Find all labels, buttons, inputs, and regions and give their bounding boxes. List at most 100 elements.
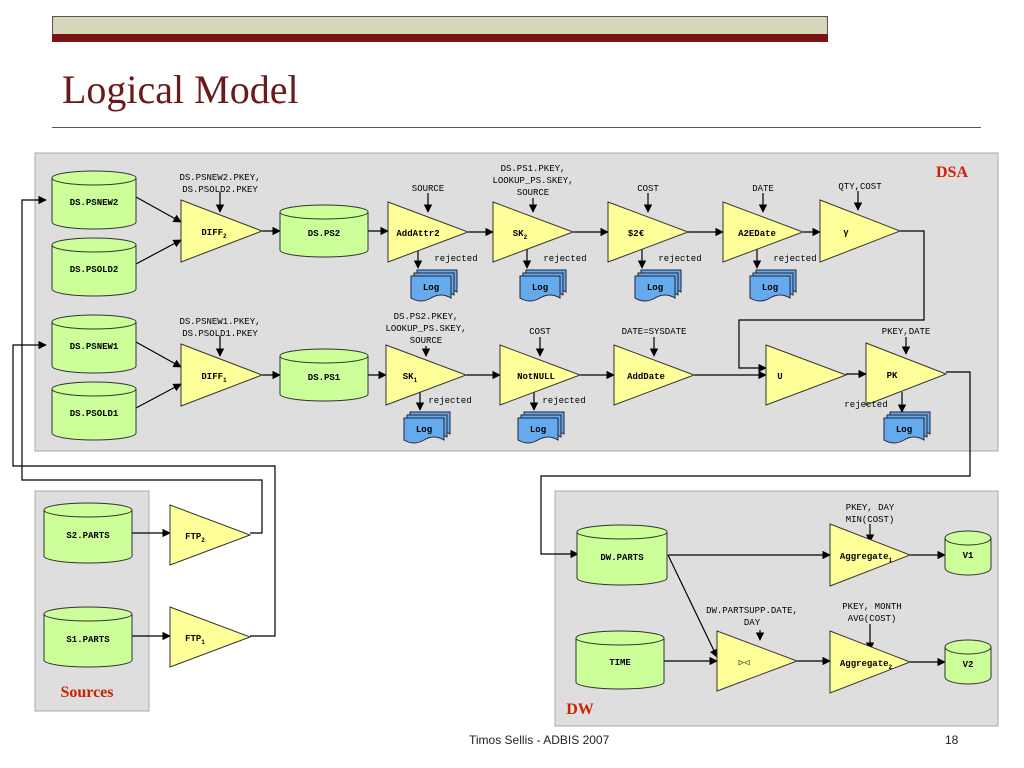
- activity-ftp1-label: FTP1: [185, 634, 205, 646]
- activity-addattr2: AddAttr2: [387, 201, 470, 263]
- diff2-param-0: DS.PSNEW2.PKEY,: [179, 173, 260, 183]
- recordset-ds-psnew1-label: DS.PSNEW1: [70, 342, 119, 352]
- edge-pk-dwparts: [540, 371, 971, 559]
- log-pk: Log: [883, 411, 931, 444]
- recordset-ds-psold1-label: DS.PSOLD1: [70, 409, 119, 419]
- diff1-param-0: DS.PSNEW1.PKEY,: [179, 317, 260, 327]
- log-a2edate: Log: [749, 269, 797, 302]
- log-notnull-label: Log: [530, 425, 546, 435]
- recordset-ds-psnew1: DS.PSNEW1: [51, 314, 137, 374]
- activity-ftp2: FTP2: [169, 504, 252, 566]
- activity-pk-label: PK: [887, 371, 898, 381]
- activity-sk1: SK1: [385, 344, 468, 406]
- adddate-param-0: DATE=SYSDATE: [622, 327, 687, 337]
- recordset-v1-label: V1: [963, 551, 974, 561]
- activity-join: ▷◁: [716, 630, 799, 692]
- log-addattr2-label: Log: [423, 283, 439, 293]
- aggregate2-param-0: PKEY, MONTH: [842, 602, 901, 612]
- recordset-ds-psnew2-label: DS.PSNEW2: [70, 198, 119, 208]
- recordset-time-label: TIME: [609, 658, 631, 668]
- activity-aggregate1: Aggregate1: [829, 523, 912, 587]
- log-sk1-label: Log: [416, 425, 432, 435]
- gamma-param-0: QTY,COST: [838, 182, 882, 192]
- activity-join-label: ▷◁: [739, 658, 750, 668]
- activity-notnull: NotNULL: [499, 344, 582, 406]
- a2edate-param-0: DATE: [752, 184, 774, 194]
- addattr2-param-0: SOURCE: [412, 184, 444, 194]
- notnull-param-0: COST: [529, 327, 551, 337]
- edge-ftp1-psnew1: [12, 340, 276, 637]
- activity-diff2: DIFF2: [180, 199, 264, 263]
- page-title: Logical Model: [62, 67, 299, 112]
- activity-ftp1: FTP1: [169, 606, 252, 668]
- activity-notnull-label: NotNULL: [517, 372, 555, 382]
- recordset-v1: V1: [944, 530, 992, 576]
- log-notnull: Log: [517, 411, 565, 444]
- log-sk2-label: Log: [532, 283, 548, 293]
- log-a2edate-label: Log: [762, 283, 778, 293]
- activity-dollar2euro: $2€: [607, 201, 690, 263]
- aggregate2-param-1: AVG(COST): [848, 614, 897, 624]
- rejected-label-addattr2: rejected: [434, 254, 477, 264]
- join-param-0: DW.PARTSUPP.DATE,: [706, 606, 798, 616]
- edge-psold1-diff1: [135, 383, 182, 409]
- diff1-param-1: DS.PSOLD1.PKEY: [182, 329, 258, 339]
- activity-addattr2-label: AddAttr2: [396, 229, 439, 239]
- activity-union: U: [765, 344, 848, 406]
- recordset-ds-ps1: DS.PS1: [279, 348, 369, 402]
- activity-aggregate1-label: Aggregate1: [840, 552, 893, 564]
- activity-diff1-label: DIFF1: [201, 372, 227, 384]
- recordset-s2-parts-label: S2.PARTS: [66, 531, 110, 541]
- pk-param-0: PKEY,DATE: [882, 327, 931, 337]
- sk1-param-2: SOURCE: [410, 336, 442, 346]
- recordset-dw-parts: DW.PARTS: [576, 524, 668, 586]
- dw-area-label: DW: [566, 701, 594, 718]
- log-sk2: Log: [519, 269, 567, 302]
- recordset-ds-psnew2: DS.PSNEW2: [51, 170, 137, 230]
- activity-adddate: AddDate: [613, 344, 696, 406]
- sk2-param-0: DS.PS1.PKEY,: [501, 164, 566, 174]
- edge-gamma-union: [738, 230, 925, 373]
- recordset-s2-parts: S2.PARTS: [43, 502, 133, 564]
- footer-text: Timos Sellis - ADBIS 2007: [469, 733, 610, 747]
- log-dollar2euro-label: Log: [647, 283, 663, 293]
- rejected-label-sk2: rejected: [543, 254, 586, 264]
- recordset-ds-ps2-label: DS.PS2: [308, 229, 340, 239]
- activity-ftp2-label: FTP2: [185, 532, 205, 544]
- recordset-ds-psold1: DS.PSOLD1: [51, 381, 137, 441]
- recordset-time: TIME: [575, 630, 665, 690]
- rejected-label-pk: rejected: [844, 400, 887, 410]
- recordset-v2: V2: [944, 639, 992, 685]
- sk1-param-0: DS.PS2.PKEY,: [394, 312, 459, 322]
- recordset-s1-parts: S1.PARTS: [43, 606, 133, 668]
- sk2-param-1: LOOKUP_PS.SKEY,: [492, 176, 573, 186]
- edge-ftp2-psnew2: [21, 195, 263, 534]
- dsa-area-label: DSA: [936, 164, 968, 181]
- aggregate1-param-0: PKEY, DAY: [846, 503, 895, 513]
- activity-diff1: DIFF1: [180, 343, 264, 407]
- activity-aggregate2-label: Aggregate2: [840, 659, 893, 671]
- rejected-label-sk1: rejected: [428, 396, 471, 406]
- page-number: 18: [945, 733, 959, 747]
- activity-aggregate2: Aggregate2: [829, 630, 912, 694]
- sk1-param-1: LOOKUP_PS.SKEY,: [385, 324, 466, 334]
- rejected-label-dollar2euro: rejected: [658, 254, 701, 264]
- recordset-s1-parts-label: S1.PARTS: [66, 635, 110, 645]
- recordset-ds-ps1-label: DS.PS1: [308, 373, 341, 383]
- header-stripe: [52, 34, 828, 42]
- dsa-area: [34, 152, 999, 452]
- log-addattr2: Log: [410, 269, 458, 302]
- diff2-param-1: DS.PSOLD2.PKEY: [182, 185, 258, 195]
- recordset-v2-label: V2: [963, 660, 974, 670]
- aggregate1-param-1: MIN(COST): [846, 515, 895, 525]
- activity-union-label: U: [777, 372, 782, 382]
- activity-sk2: SK2: [492, 201, 575, 263]
- edge-dwparts-join: [667, 554, 718, 658]
- activity-adddate-label: AddDate: [627, 372, 665, 382]
- recordset-ds-psold2: DS.PSOLD2: [51, 237, 137, 297]
- rejected-label-a2edate: rejected: [773, 254, 816, 264]
- activity-sk2-label: SK2: [513, 229, 528, 241]
- log-sk1: Log: [403, 411, 451, 444]
- activity-gamma-label: γ: [843, 228, 849, 238]
